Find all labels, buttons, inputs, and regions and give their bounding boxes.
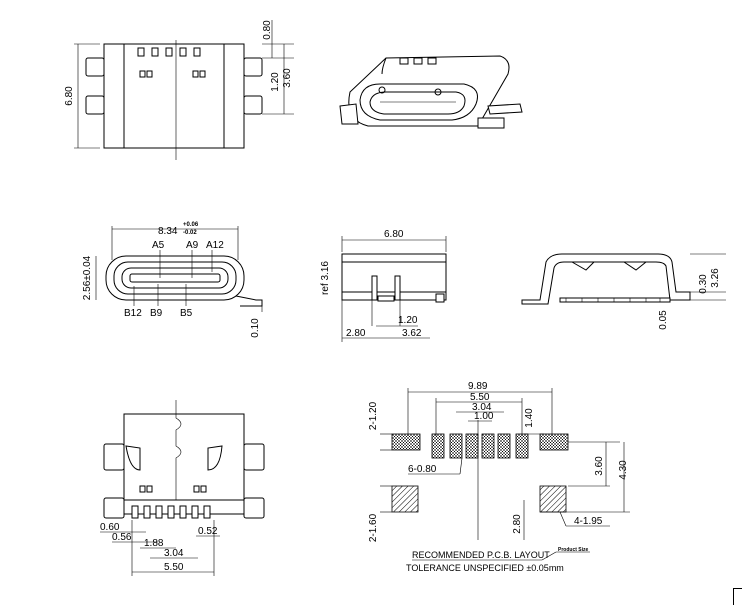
bottom-dim-4: 0.52	[198, 526, 218, 537]
bottom-dim-3: 1.88	[144, 538, 164, 549]
pcb-tolerance: TOLERANCE UNSPECIFIED ±0.05mm	[406, 563, 564, 573]
pcb-mid: 3.04	[472, 402, 492, 413]
front-height: 2.56±0.04	[82, 255, 93, 300]
pcb-title: RECOMMENDED P.C.B. LAYOUT	[412, 550, 550, 560]
pin-label-a9: A9	[186, 240, 199, 251]
side-offset: 2.80	[346, 328, 366, 339]
pcb-total-height: 4.30	[618, 460, 629, 480]
pcb-signal-pads: 6-0.80	[408, 464, 437, 475]
sheet-corner-mark	[733, 588, 742, 605]
bottom-dim-2: 0.56	[112, 532, 132, 543]
top-slot-dim: 1.20	[270, 72, 281, 92]
top-shell-dim: 3.60	[282, 68, 293, 88]
pcb-board-tag: Product Size	[558, 547, 589, 553]
pcb-layout: 9.89 5.50 3.04 1.00 1.40 2-1.20 6-0.80	[368, 381, 630, 573]
pcb-overall: 9.89	[468, 381, 488, 392]
pin-label-b9: B9	[150, 308, 163, 319]
front-width-tol-minus: -0.02	[183, 230, 197, 236]
top-overall-height: 6.80	[64, 86, 75, 106]
pin-label-b12: B12	[124, 308, 142, 319]
pcb-mount-holes: 4-1.95	[574, 516, 603, 527]
front-width: 8.34	[158, 226, 178, 237]
top-view: 6.80 0.80 1.20 3.60	[64, 20, 294, 160]
side-length: 6.80	[384, 229, 404, 240]
pcb-pad-height: 1.40	[524, 408, 535, 428]
pcb-left-pads: 2-1.20	[368, 401, 379, 430]
side-pitch: 1.20	[398, 315, 418, 326]
rear-height-a: 0.30	[698, 274, 709, 294]
pin-label-a5: A5	[152, 240, 165, 251]
rear-view: 0.30 3.26 0.05	[521, 253, 726, 330]
front-view: 8.34 +0.06 -0.02 A5 A9 A12 B12 B9 B5 2.5…	[82, 222, 263, 338]
pcb-mount-offset: 2.80	[512, 514, 523, 534]
bottom-dim-6: 5.50	[164, 562, 184, 573]
pcb-pad-row: 3.60	[594, 456, 605, 476]
side-ref-height: ref 3.16	[320, 261, 331, 295]
pcb-outer: 5.50	[470, 392, 490, 403]
isometric-view	[339, 55, 523, 129]
bottom-dim-5: 3.04	[164, 548, 184, 559]
pin-label-b5: B5	[180, 308, 193, 319]
bottom-dim-1: 0.60	[100, 522, 120, 533]
rear-height-b: 3.26	[710, 268, 721, 288]
front-foot: 0.10	[250, 318, 261, 338]
top-offset-dim: 0.80	[262, 20, 273, 40]
pin-label-a12: A12	[206, 240, 224, 251]
front-width-tol-plus: +0.06	[183, 222, 199, 228]
side-span: 3.62	[402, 328, 422, 339]
pcb-mount-pads: 2-1.60	[368, 513, 379, 542]
pcb-inner: 1.00	[474, 411, 494, 422]
side-view: 6.80 ref 3.16 1.20 2.80 3.62	[320, 229, 447, 342]
rear-standoff: 0.05	[658, 310, 669, 330]
bottom-view: 0.60 0.56 1.88 0.52 3.04 5.50	[100, 400, 265, 576]
